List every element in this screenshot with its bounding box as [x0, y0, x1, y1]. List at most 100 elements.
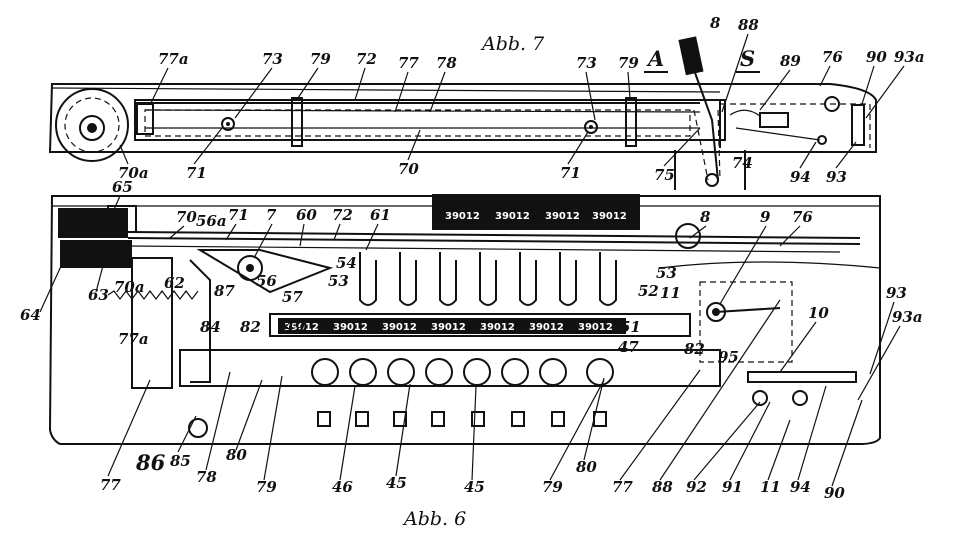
abb6-caption: Abb. 6	[402, 508, 466, 530]
label: 90	[824, 484, 845, 502]
label: 53	[656, 264, 677, 282]
section-letter-s: S	[740, 46, 755, 71]
label: 76	[822, 48, 843, 66]
label: 84	[200, 318, 221, 336]
label: 65	[112, 178, 133, 196]
abb6-lower-drums	[278, 318, 626, 334]
label: 71	[186, 164, 207, 182]
label: 8	[700, 208, 711, 226]
abb7-caption: Abb. 7	[480, 33, 545, 55]
abb7-wheel	[55, 88, 129, 162]
label: 91	[722, 478, 743, 496]
label: 73	[576, 54, 597, 72]
label: 89	[780, 52, 801, 70]
label: 93	[886, 284, 907, 302]
label: 88	[738, 16, 759, 34]
label: 45	[464, 478, 485, 496]
drum-number: 39012	[529, 322, 564, 333]
label: 53	[328, 272, 349, 290]
label: 77a	[118, 330, 149, 348]
label: 94	[790, 478, 811, 496]
label: 64	[20, 306, 41, 324]
label: 93a	[894, 48, 925, 66]
section-letter-a: A	[646, 46, 664, 71]
label: 10	[808, 304, 829, 322]
label: 8	[710, 14, 721, 32]
label: 77	[100, 476, 121, 494]
label: 56a	[196, 212, 227, 230]
drum-number: 39012	[431, 322, 466, 333]
label: 92	[686, 478, 707, 496]
label: 78	[196, 468, 217, 486]
label: 79	[310, 50, 331, 68]
drum-number: 39012	[445, 211, 480, 222]
label: 71	[560, 164, 581, 182]
drum-number: 39012	[382, 322, 417, 333]
label: 75	[654, 166, 675, 184]
abb7-drawing: A S	[48, 36, 877, 190]
abb7-labels: 77a 73 79 72 77 78 73 79 8 88 89 76 90 9…	[118, 14, 925, 186]
label: 9	[760, 208, 771, 226]
label: 52	[638, 282, 659, 300]
label: 56	[256, 272, 277, 290]
label: 63	[88, 286, 109, 304]
drum-number: 39012	[284, 322, 319, 333]
drum-number: 39012	[578, 322, 613, 333]
label: 72	[356, 50, 377, 68]
label: 74	[732, 154, 753, 172]
label: 11	[660, 284, 681, 302]
abb6-hooks	[359, 252, 617, 306]
label: 51	[620, 318, 641, 336]
label: 79	[618, 54, 639, 72]
label: 11	[760, 478, 781, 496]
label: 76	[792, 208, 813, 226]
label: 62	[164, 274, 185, 292]
label: 60	[296, 206, 317, 224]
label: 90	[866, 48, 887, 66]
label: 73	[262, 50, 283, 68]
label: 49	[284, 318, 305, 336]
label: 85	[170, 452, 191, 470]
label: 88	[652, 478, 673, 496]
drum-number: 39012	[545, 211, 580, 222]
abb6-leaders	[39, 195, 901, 487]
label: 77	[398, 54, 419, 72]
drum-number: 39012	[333, 322, 368, 333]
abb6-upper-drums	[432, 194, 640, 230]
abb6-feet	[317, 411, 607, 427]
drum-number: 39012	[495, 211, 530, 222]
label: 82	[684, 340, 705, 358]
label: 87	[214, 282, 235, 300]
abb7-lever	[678, 36, 721, 187]
label: 46	[332, 478, 353, 496]
label: 77a	[158, 50, 189, 68]
label: 7	[266, 206, 277, 224]
label: 47	[618, 338, 639, 356]
label: 94	[790, 168, 811, 186]
label: 54	[336, 254, 357, 272]
label: 78	[436, 54, 457, 72]
drum-number: 39012	[480, 322, 515, 333]
label: 70a	[114, 278, 145, 296]
label: 70a	[118, 164, 149, 182]
label: 45	[386, 474, 407, 492]
drum-number: 39012	[592, 211, 627, 222]
label: 79	[542, 478, 563, 496]
abb6-star-wheels	[311, 358, 614, 386]
label: 77	[612, 478, 633, 496]
label: 71	[228, 206, 249, 224]
label: 61	[370, 206, 391, 224]
label: 57	[282, 288, 303, 306]
label: 79	[256, 478, 277, 496]
label: 86	[135, 450, 166, 475]
label: 72	[332, 206, 353, 224]
label: 82	[240, 318, 261, 336]
label: 70	[176, 208, 197, 226]
label: 93	[826, 168, 847, 186]
label: 80	[576, 458, 597, 476]
abb6-labels: 65 70 56a 71 7 60 72 61 8 9 76 64 63 70a…	[20, 178, 923, 502]
abb6-drawing: 39012 39012 39012 39012 39012 39012 3901…	[48, 194, 881, 445]
label: 80	[226, 446, 247, 464]
